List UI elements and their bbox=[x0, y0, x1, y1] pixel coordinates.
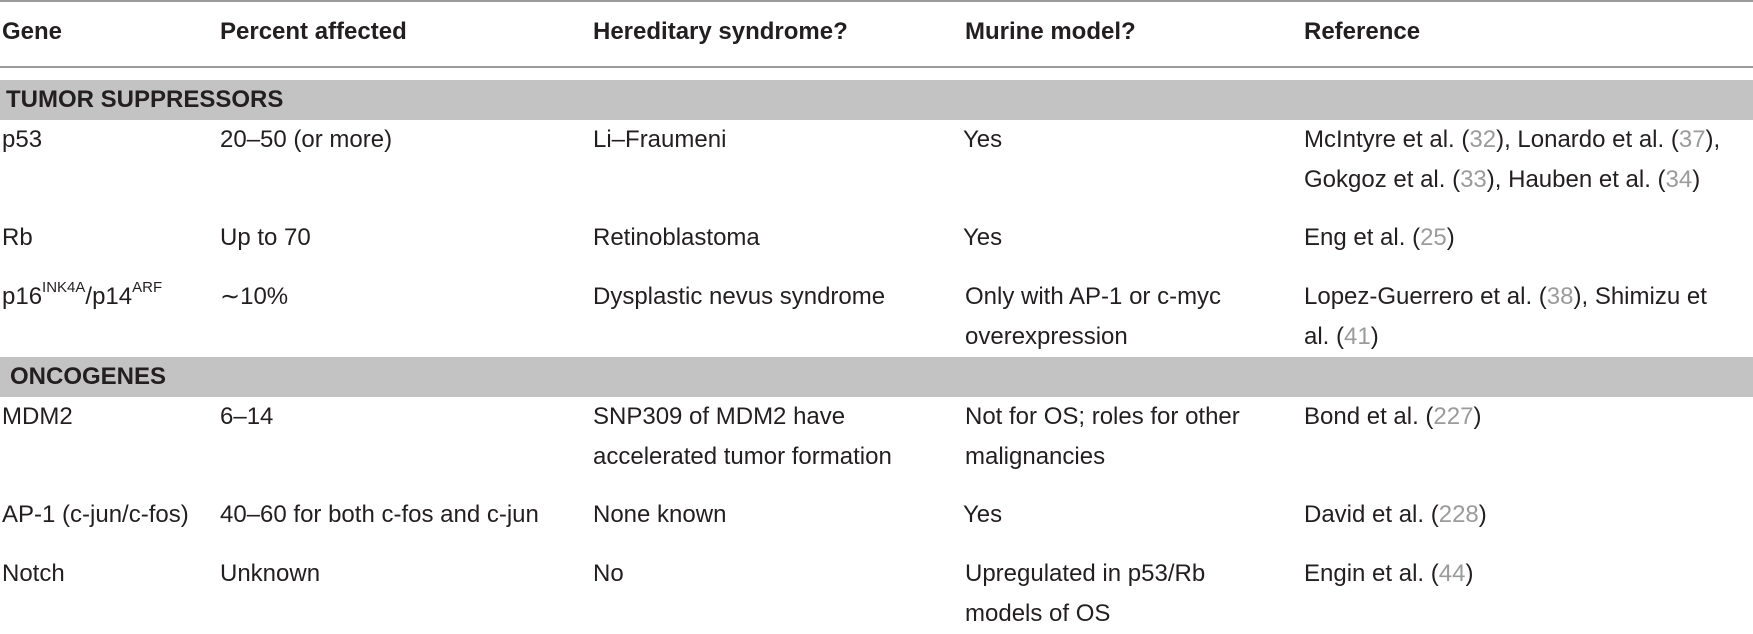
table-row-p16-gene: p16INK4A/p14ARF bbox=[2, 277, 162, 317]
reference-text: David et al. ( bbox=[1304, 501, 1439, 528]
table-row-p53-hereditary: Li–Fraumeni bbox=[593, 126, 727, 153]
section-label: ONCOGENES bbox=[10, 363, 167, 390]
table-row-notch-murine: Upregulated in p53/Rb models of OS bbox=[965, 554, 1205, 634]
reference-text: ) bbox=[1692, 166, 1701, 193]
hereditary-line: accelerated tumor formation bbox=[593, 443, 892, 470]
reference-text: ) bbox=[1465, 560, 1474, 587]
section-label: TUMOR SUPPRESSORS bbox=[6, 86, 284, 113]
murine-line: Only with AP-1 or c-myc bbox=[965, 283, 1222, 310]
table-row-rb-murine: Yes bbox=[963, 224, 1003, 251]
table-row-mdm2-reference: Bond et al. (227) bbox=[1304, 397, 1481, 437]
table-row-p53-murine: Yes bbox=[963, 126, 1003, 153]
reference-text: Gokgoz et al. ( bbox=[1304, 166, 1461, 193]
table-row-p16-hereditary: Dysplastic nevus syndrome bbox=[593, 283, 886, 310]
murine-line: malignancies bbox=[965, 443, 1106, 470]
table-row-p53-reference: McIntyre et al. (32), Lonardo et al. (37… bbox=[1304, 120, 1720, 200]
reference-text: al. ( bbox=[1304, 323, 1345, 350]
citation-number: 33 bbox=[1460, 166, 1487, 193]
reference-text: Engin et al. ( bbox=[1304, 560, 1439, 587]
header-hereditary-syndrome: Hereditary syndrome? bbox=[593, 18, 848, 45]
table-row-notch-percent: Unknown bbox=[220, 560, 321, 587]
table-row-ap1-hereditary: None known bbox=[593, 501, 727, 528]
table-top-rule bbox=[0, 0, 1753, 2]
murine-line: models of OS bbox=[965, 600, 1111, 627]
header-reference: Reference bbox=[1304, 18, 1421, 45]
table-row-mdm2-hereditary: SNP309 of MDM2 have accelerated tumor fo… bbox=[593, 397, 892, 477]
table-row-mdm2-gene: MDM2 bbox=[2, 403, 73, 430]
table-row-rb-hereditary: Retinoblastoma bbox=[593, 224, 760, 251]
header-percent-affected: Percent affected bbox=[220, 18, 407, 45]
table-row-ap1-murine: Yes bbox=[963, 501, 1003, 528]
reference-text: ), Shimizu et bbox=[1573, 283, 1707, 310]
citation-number: 34 bbox=[1665, 166, 1693, 193]
table-row-rb-gene: Rb bbox=[2, 224, 33, 251]
gene-superscript: ARF bbox=[132, 279, 163, 296]
gene-part: p16 bbox=[2, 283, 43, 310]
reference-line: Lopez-Guerrero et al. (38), Shimizu et bbox=[1304, 277, 1707, 317]
reference-text: ), Lonardo et al. ( bbox=[1496, 126, 1679, 153]
reference-text: ), bbox=[1705, 126, 1721, 153]
gene-part: /p14 bbox=[85, 283, 133, 310]
reference-text: Lopez-Guerrero et al. ( bbox=[1304, 283, 1547, 310]
table-row-p16-murine: Only with AP-1 or c-myc overexpression bbox=[965, 277, 1221, 357]
citation-number: 37 bbox=[1678, 126, 1706, 153]
table-row-rb-percent: Up to 70 bbox=[220, 224, 311, 251]
gene-superscript: INK4A bbox=[42, 279, 86, 296]
table-row-p53-gene: p53 bbox=[2, 126, 43, 153]
reference-text: Eng et al. ( bbox=[1304, 224, 1421, 251]
table-row-mdm2-murine: Not for OS; roles for other malignancies bbox=[965, 397, 1240, 477]
reference-text: Bond et al. ( bbox=[1304, 403, 1434, 430]
table-row-ap1-gene: AP-1 (c-jun/c-fos) bbox=[2, 501, 189, 528]
reference-text: ) bbox=[1446, 224, 1455, 251]
citation-number: 41 bbox=[1344, 323, 1371, 350]
murine-line: Upregulated in p53/Rb bbox=[965, 560, 1206, 587]
header-murine-model: Murine model? bbox=[965, 18, 1136, 45]
reference-line: Engin et al. (44) bbox=[1304, 554, 1473, 594]
table-row-ap1-percent: 40–60 for both c-fos and c-jun bbox=[220, 501, 539, 528]
table-row-p16-percent: ∼10% bbox=[220, 283, 289, 310]
murine-line: overexpression bbox=[965, 323, 1128, 350]
reference-text: ) bbox=[1370, 323, 1379, 350]
reference-text: ) bbox=[1473, 403, 1482, 430]
reference-line: McIntyre et al. (32), Lonardo et al. (37… bbox=[1304, 120, 1720, 160]
hereditary-line: SNP309 of MDM2 have bbox=[593, 403, 846, 430]
reference-line: Bond et al. (227) bbox=[1304, 397, 1481, 437]
header-gene: Gene bbox=[2, 18, 63, 45]
table-row-rb-reference: Eng et al. (25) bbox=[1304, 218, 1455, 258]
table-row-p53-percent: 20–50 (or more) bbox=[220, 126, 393, 153]
reference-text: ), Hauben et al. ( bbox=[1486, 166, 1666, 193]
table-row-notch-gene: Notch bbox=[2, 560, 65, 587]
section-oncogenes: ONCOGENES bbox=[0, 357, 1753, 397]
reference-text: McIntyre et al. ( bbox=[1304, 126, 1470, 153]
table-row-notch-reference: Engin et al. (44) bbox=[1304, 554, 1473, 594]
table-row-mdm2-percent: 6–14 bbox=[220, 403, 274, 430]
reference-line: al. (41) bbox=[1304, 317, 1707, 357]
section-tumor-suppressors: TUMOR SUPPRESSORS bbox=[0, 80, 1753, 120]
citation-number: 38 bbox=[1546, 283, 1574, 310]
citation-number: 25 bbox=[1420, 224, 1447, 251]
reference-line: Gokgoz et al. (33), Hauben et al. (34) bbox=[1304, 160, 1720, 200]
citation-number: 32 bbox=[1469, 126, 1497, 153]
reference-line: Eng et al. (25) bbox=[1304, 218, 1455, 258]
reference-line: David et al. (228) bbox=[1304, 495, 1487, 535]
citation-number: 44 bbox=[1438, 560, 1466, 587]
table-row-ap1-reference: David et al. (228) bbox=[1304, 495, 1487, 535]
murine-line: Not for OS; roles for other bbox=[965, 403, 1240, 430]
citation-number: 228 bbox=[1438, 501, 1479, 528]
table-row-notch-hereditary: No bbox=[593, 560, 624, 587]
reference-text: ) bbox=[1478, 501, 1487, 528]
table-row-p16-reference: Lopez-Guerrero et al. (38), Shimizu et a… bbox=[1304, 277, 1707, 357]
citation-number: 227 bbox=[1433, 403, 1474, 430]
header-bottom-rule bbox=[0, 66, 1753, 68]
